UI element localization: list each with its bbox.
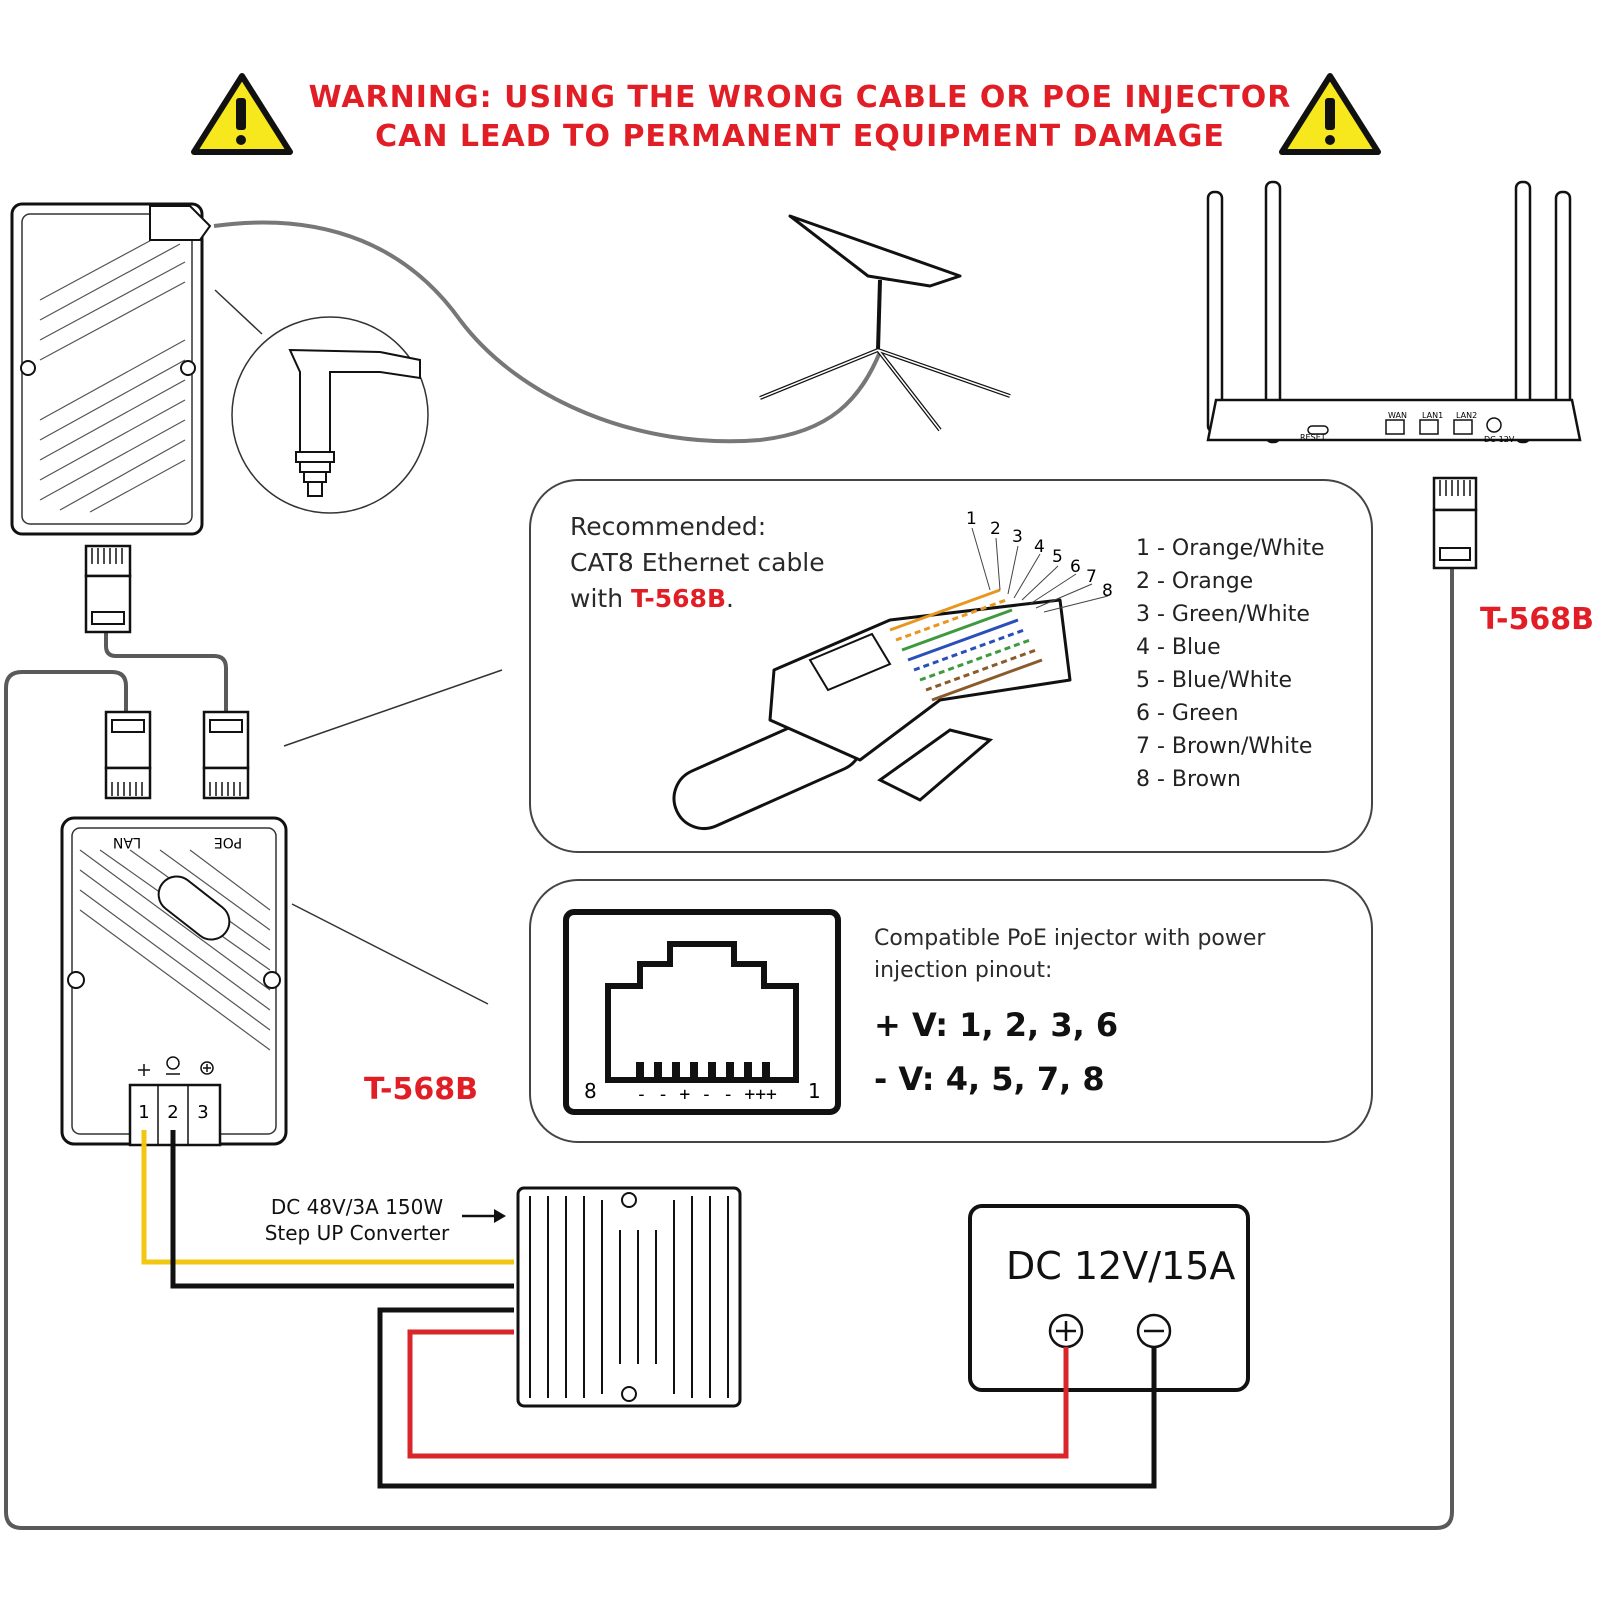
- rj45-plug-illustration: [672, 527, 1109, 830]
- router-dc-label: DC-12V: [1484, 435, 1515, 444]
- converter-arrow: [462, 1209, 506, 1223]
- recommended-with: with: [570, 584, 631, 613]
- recommended-period: .: [726, 584, 734, 613]
- connector-zoom-circle: [231, 316, 429, 514]
- psu-plus-terminal-icon: [1048, 1313, 1084, 1349]
- psu-label: DC 12V/15A: [1006, 1244, 1236, 1288]
- wire-black-psu: [377, 1307, 1157, 1489]
- recommended-heading: Recommended:: [570, 512, 767, 541]
- router-lan2-label: LAN2: [1456, 411, 1477, 420]
- terminal-symbols: [138, 1056, 214, 1076]
- starlink-router-device: [10, 202, 263, 536]
- plug-pin-3: 3: [1012, 527, 1023, 547]
- plug-pin-4: 4: [1034, 537, 1045, 557]
- poe-description-line-2: injection pinout:: [874, 958, 1053, 983]
- warning-icon-left: [191, 73, 293, 155]
- t568b-label-right: T-568B: [1480, 602, 1594, 637]
- injector-poe-label: POE: [214, 834, 242, 850]
- pinout-item-3: 3 - Green/White: [1136, 602, 1310, 627]
- dish-cable: [213, 220, 882, 444]
- starlink-dish: [759, 214, 1011, 432]
- jack-pin-1-label: 1: [808, 1079, 821, 1103]
- poe-minus-pins: - V: 4, 5, 7, 8: [874, 1060, 1105, 1098]
- plug-pin-5: 5: [1052, 547, 1063, 567]
- pinout-item-8: 8 - Brown: [1136, 767, 1241, 792]
- rj45-plug-injector-poe: [202, 710, 250, 800]
- router-reset-label: RESET: [1300, 433, 1326, 442]
- recommended-cable-type: CAT8 Ethernet cable: [570, 548, 825, 577]
- ethernet-cable-router-lan: [4, 568, 1454, 1530]
- converter-label-line-2: Step UP Converter: [264, 1221, 450, 1245]
- pinout-item-1: 1 - Orange/White: [1136, 536, 1325, 561]
- terminal-1-label: 1: [138, 1102, 149, 1123]
- pinout-item-5: 5 - Blue/White: [1136, 668, 1292, 693]
- wifi-router-device: [1206, 180, 1582, 444]
- pinout-item-4: 4 - Blue: [1136, 635, 1221, 660]
- pinout-item-2: 2 - Orange: [1136, 569, 1254, 594]
- converter-label-line-1: DC 48V/3A 150W: [270, 1195, 444, 1219]
- terminal-2-label: 2: [167, 1102, 178, 1123]
- plug-pin-2: 2: [990, 519, 1001, 539]
- step-up-converter-device: [516, 1186, 742, 1408]
- poe-description-line-1: Compatible PoE injector with power: [874, 926, 1266, 951]
- jack-polarity-label: - - + - - +++: [636, 1084, 777, 1105]
- recommended-standard: T-568B: [631, 584, 726, 613]
- recommended-standard-line: with T-568B.: [570, 584, 734, 613]
- rj45-jack-icon: [563, 909, 841, 1115]
- router-lan1-label: LAN1: [1422, 411, 1443, 420]
- pinout-item-7: 7 - Brown/White: [1136, 734, 1313, 759]
- jack-pin-8-label: 8: [584, 1079, 597, 1103]
- warning-icon-right: [1279, 73, 1381, 155]
- plug-pin-7: 7: [1086, 567, 1097, 587]
- plug-pin-1: 1: [966, 509, 977, 529]
- t568b-label-left: T-568B: [364, 1072, 478, 1107]
- rj45-plug-router: [1432, 476, 1478, 570]
- psu-box: [968, 1204, 1250, 1392]
- psu-minus-terminal-icon: [1136, 1313, 1172, 1349]
- rj45-plug-dish-router: [84, 544, 132, 634]
- poe-injector-device: [60, 816, 489, 1147]
- router-wan-label: WAN: [1388, 411, 1407, 420]
- terminal-3-label: 3: [197, 1102, 208, 1123]
- warning-line-1: WARNING: USING THE WRONG CABLE OR POE IN…: [308, 80, 1292, 115]
- wire-red: [407, 1329, 1069, 1459]
- warning-line-2: CAN LEAD TO PERMANENT EQUIPMENT DAMAGE: [375, 119, 1225, 154]
- wire-black-injector: [170, 1130, 514, 1289]
- poe-plus-pins: + V: 1, 2, 3, 6: [874, 1006, 1119, 1044]
- plug-pin-6: 6: [1070, 557, 1081, 577]
- pinout-item-6: 6 - Green: [1136, 701, 1239, 726]
- ethernet-cable-dish-poe: [104, 632, 228, 712]
- plug-pin-8: 8: [1102, 581, 1113, 601]
- injector-lan-label: LAN: [113, 834, 141, 850]
- converter-label: DC 48V/3A 150W Step UP Converter: [254, 1194, 460, 1246]
- wire-yellow: [141, 1130, 514, 1265]
- callout-line-top: [283, 669, 503, 747]
- rj45-plug-injector-lan: [104, 710, 152, 800]
